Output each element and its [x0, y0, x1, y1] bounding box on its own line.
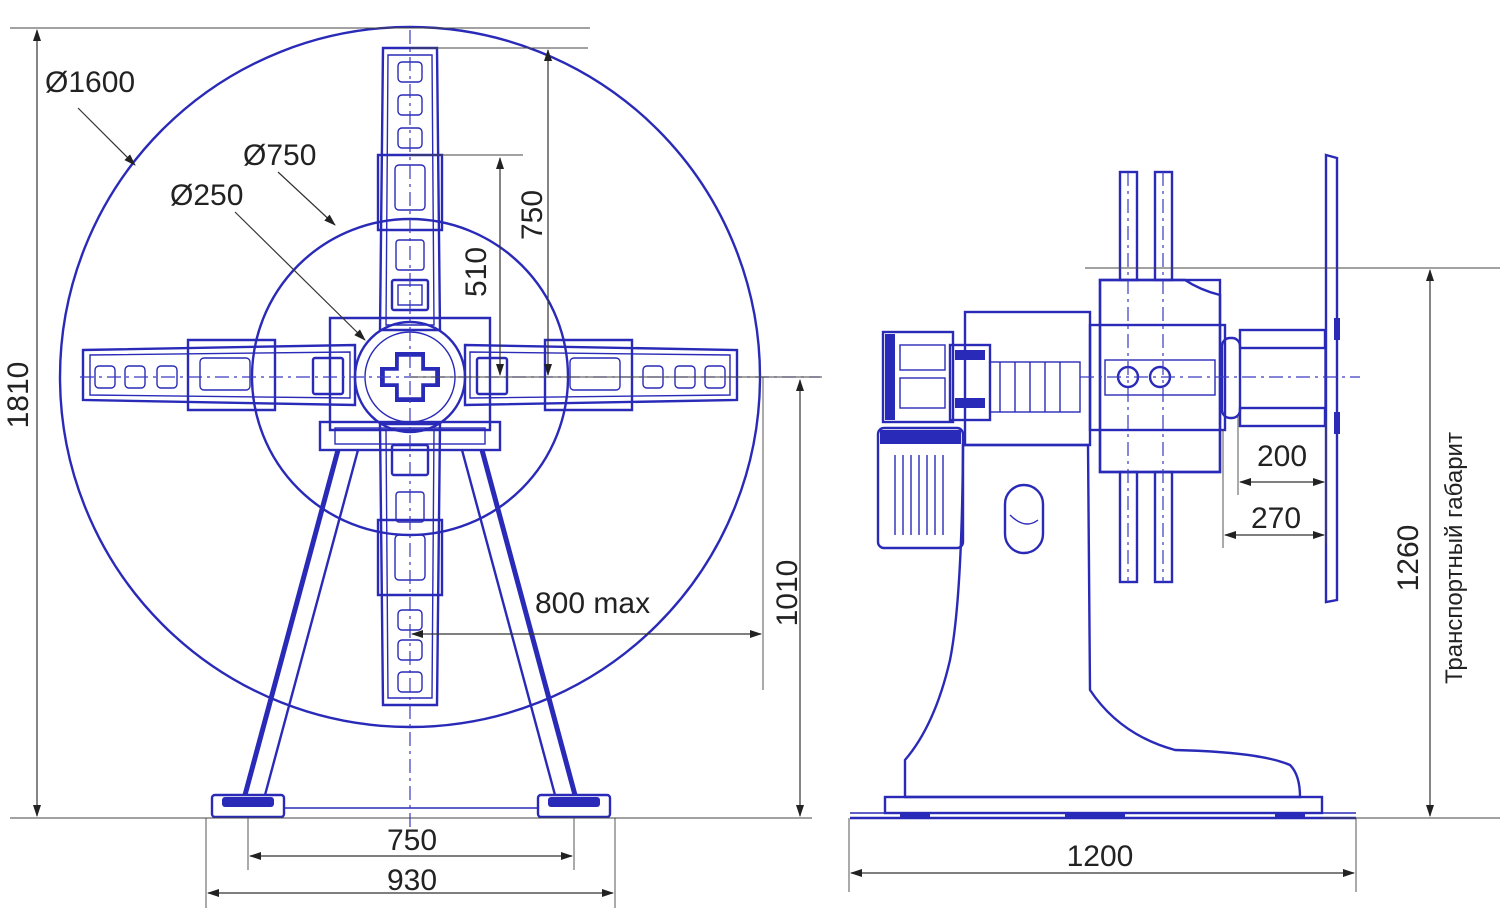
dim-1810-label: 1810 [2, 362, 35, 429]
gearbox [881, 330, 992, 424]
arm-left [81, 338, 357, 412]
foot-left [210, 793, 286, 819]
pedestal [903, 443, 1302, 799]
leg-right-inner [460, 449, 557, 796]
leg-left [242, 449, 341, 796]
dim-750-top-label: 750 [516, 190, 549, 240]
dim-1010-label: 1010 [771, 560, 804, 627]
dim-d250-label: Ø250 [170, 179, 243, 212]
dim-1260-label: 1260 [1392, 525, 1425, 592]
dim-d1600-label: Ø1600 [45, 66, 135, 99]
leader-d1600 [77, 107, 136, 166]
dim-1200-label: 1200 [1067, 840, 1134, 873]
pedestal-slot [1003, 483, 1045, 555]
dim-930-label: 930 [387, 864, 437, 897]
leg-left-inner [263, 449, 360, 796]
leader-d750 [277, 171, 336, 226]
dim-750-bottom-label: 750 [387, 824, 437, 857]
dim-510-label: 510 [460, 247, 493, 297]
leader-d250 [234, 211, 366, 341]
housing-block [963, 310, 1092, 447]
leg-right [479, 449, 578, 796]
front-view: 1810 Ø1600 Ø750 Ø250 750 510 800 max 101… [2, 25, 822, 908]
dim-800max-label: 800 max [535, 587, 650, 620]
motor [876, 426, 965, 550]
dim-d750-label: Ø750 [243, 139, 316, 172]
foot-right [536, 793, 612, 819]
side-view: 200 270 1260 Транспортный габарит 1200 [848, 153, 1500, 892]
arm-right [463, 338, 739, 412]
end-plate [1324, 153, 1339, 604]
dim-270-label: 270 [1251, 502, 1301, 535]
transport-label: Транспортный габарит [1441, 432, 1468, 684]
dim-200-label: 200 [1257, 440, 1307, 473]
base-plate [883, 795, 1324, 815]
